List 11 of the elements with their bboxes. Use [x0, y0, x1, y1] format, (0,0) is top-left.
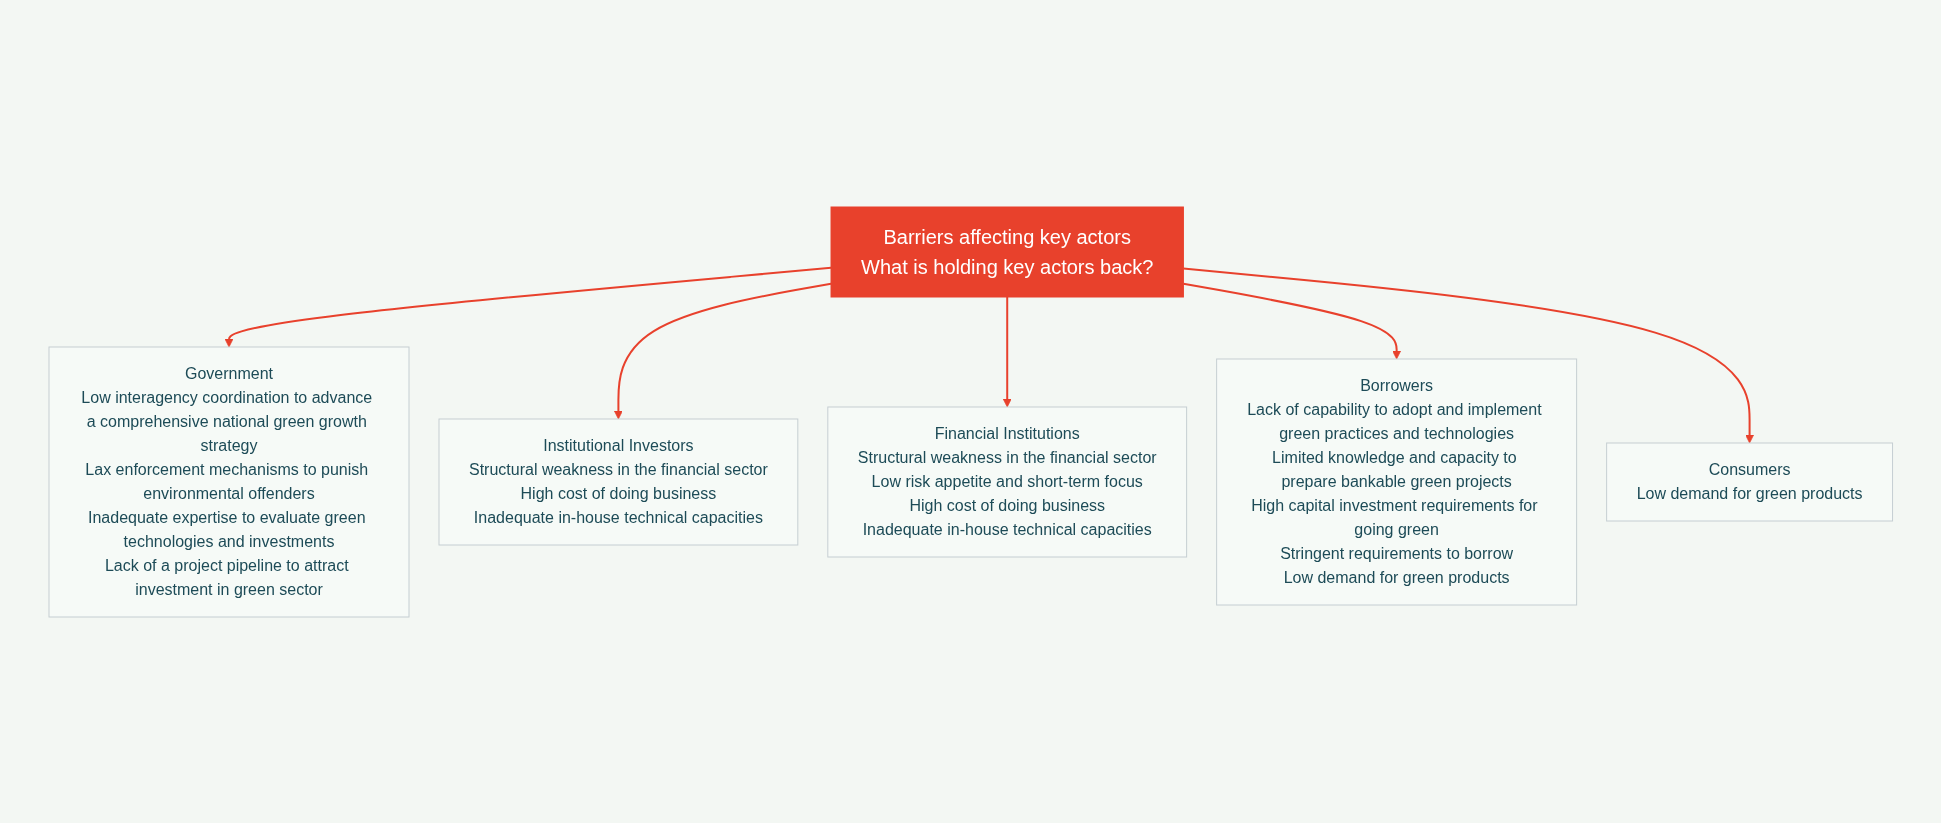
arrow	[1182, 267, 1754, 443]
node-box: Institutional Investors Structural weakness in the financial sector High cost of doing business Inadequate in-house technical capacities	[438, 418, 799, 545]
node-box: Barriers affecting key actors What is holding key actors back?	[830, 206, 1184, 297]
node-box: Government Low interagency coordination to advance a comprehensive national green growth strategy Lax enforcement mechanisms to punish environmental offenders Inadequate expertise to evaluate green technologies and investments Lack of a project pipeline to attract investment in green sector	[48, 346, 410, 617]
node-box: Consumers Low demand for green products	[1605, 442, 1893, 521]
node-box: Financial Institutions Structural weakness in the financial sector Low risk appetite and short-term focus High cost of doing business Inadequate in-house technical capacities	[827, 406, 1187, 557]
arrow	[1002, 295, 1012, 407]
arrow	[613, 282, 832, 419]
arrow	[224, 266, 832, 347]
arrow	[1182, 282, 1401, 359]
node-box: Borrowers Lack of capability to adopt and implement green practices and technologies Limited knowledge and capacity to prepare bankable green projects High capital investment requirements for going green Stringent requirements to borrow Low demand for green products	[1215, 358, 1577, 605]
